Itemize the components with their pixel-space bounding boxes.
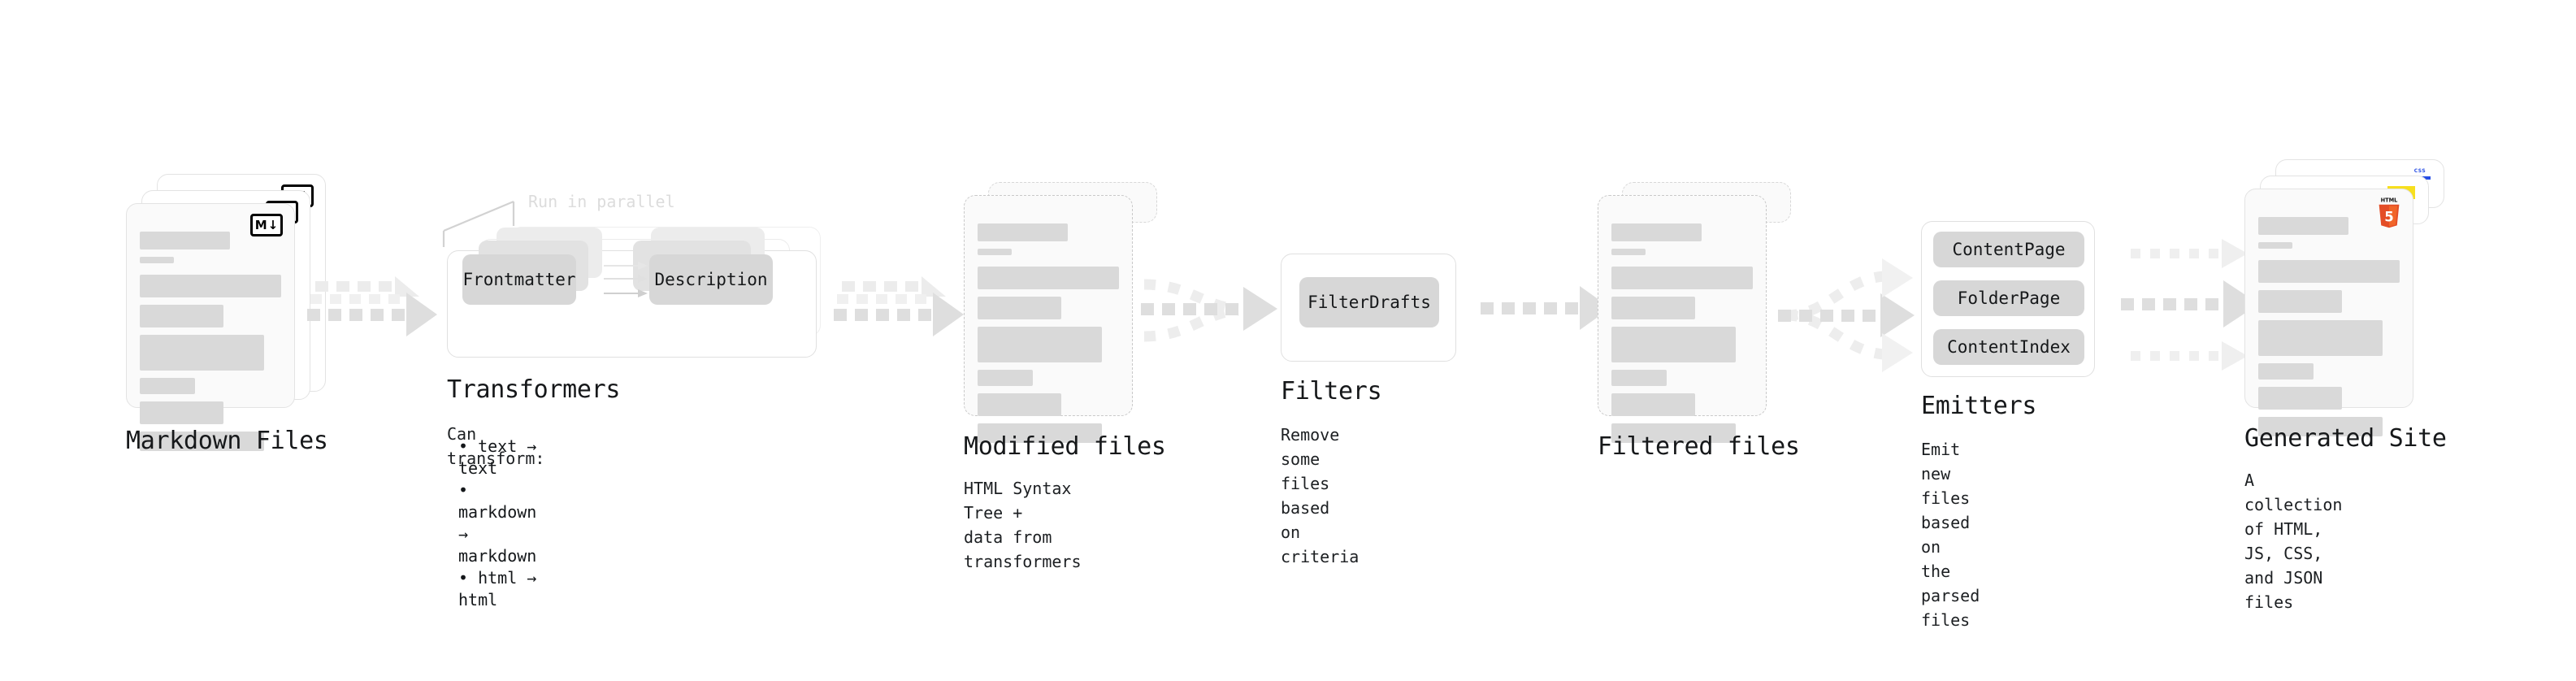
css-badge-label: CSS <box>2413 168 2426 174</box>
skeleton-line <box>2258 417 2383 436</box>
skeleton-line <box>978 327 1103 362</box>
skeleton-line <box>1611 249 1646 255</box>
transformer-inner-arrows <box>604 262 648 297</box>
transformers-desc-heading: Can transform: <box>447 424 545 468</box>
html5-badge-digit: 5 <box>2384 209 2394 224</box>
filters-group-box: FilterDrafts <box>1281 254 1456 362</box>
skeleton-line <box>978 423 1103 443</box>
arrow-markdown-to-transformers <box>307 276 437 349</box>
stage-title-generated-site: Generated Site <box>2244 424 2447 453</box>
skeleton-line <box>2258 363 2314 380</box>
skeleton-line <box>2258 242 2292 249</box>
filtered-card-front <box>1598 195 1767 443</box>
transformers-bullet-list: • text → text • markdown → markdown • ht… <box>458 436 536 611</box>
skeleton-line <box>978 249 1012 255</box>
chip-contentpage-label: ContentPage <box>1952 240 2066 259</box>
skeleton-line <box>2258 387 2342 410</box>
emitters-group-box: ContentPage FolderPage ContentIndex <box>1921 221 2095 377</box>
chip-contentpage[interactable]: ContentPage <box>1933 232 2084 267</box>
arrow-emitters-to-site <box>2121 229 2259 380</box>
stage-title-emitters: Emitters <box>1921 392 2037 420</box>
site-card-front: HTML 5 <box>2244 189 2413 436</box>
skeleton-line <box>140 432 265 451</box>
chip-description-label: Description <box>654 270 768 289</box>
stage-title-filters: Filters <box>1281 377 1382 406</box>
stage-title-modified-files: Modified files <box>964 432 1166 461</box>
skeleton-line <box>1611 423 1737 443</box>
chip-frontmatter[interactable]: Frontmatter <box>462 254 576 305</box>
skeleton-line <box>2258 260 2400 283</box>
skeleton-line <box>978 370 1033 386</box>
run-in-parallel-bracket <box>442 200 515 247</box>
arrow-transformers-to-modified <box>834 276 964 349</box>
modified-card-skeleton <box>965 196 1132 461</box>
arrow-modified-to-filters <box>1141 270 1295 359</box>
skeleton-line <box>1611 370 1667 386</box>
skeleton-line <box>978 223 1069 241</box>
transformers-bullet-item: • text → text <box>458 436 537 478</box>
skeleton-line <box>2258 217 2349 235</box>
skeleton-line <box>140 275 281 297</box>
stage-title-filtered-files: Filtered files <box>1598 432 1800 461</box>
chip-folderpage-label: FolderPage <box>1957 288 2061 308</box>
skeleton-line <box>140 335 265 371</box>
skeleton-line <box>978 267 1119 289</box>
transformers-bullet-item: • markdown → markdown <box>458 480 537 566</box>
arrow-filters-to-filtered <box>1481 286 1611 338</box>
markdown-card-skeleton <box>127 204 294 469</box>
chip-contentindex-label: ContentIndex <box>1947 337 2071 357</box>
skeleton-line <box>1611 267 1753 289</box>
markdown-badge-icon: M ↓ <box>250 214 283 236</box>
skeleton-line <box>1611 393 1695 416</box>
skeleton-line <box>2258 320 2383 356</box>
stage-title-transformers: Transformers <box>447 375 621 404</box>
skeleton-line <box>2258 290 2342 313</box>
emitters-desc: Emit new files based on the parsed files <box>1921 440 1980 630</box>
chip-contentindex[interactable]: ContentIndex <box>1933 329 2084 365</box>
chip-description[interactable]: Description <box>649 254 773 305</box>
transformers-bullet-item: • html → html <box>458 568 537 609</box>
markdown-badge-arrow-icon-front: ↓ <box>267 217 279 232</box>
html5-icon: HTML 5 <box>2375 196 2403 228</box>
skeleton-line <box>1611 297 1695 319</box>
arrow-filtered-to-emitters <box>1778 241 1932 391</box>
stage-title-markdown-files: Markdown Files <box>126 427 328 455</box>
skeleton-line <box>140 232 231 249</box>
markdown-badge-letter-front: M <box>254 217 267 232</box>
skeleton-line <box>978 297 1061 319</box>
html5-badge-wordmark: HTML <box>2381 197 2399 203</box>
skeleton-line <box>1611 223 1702 241</box>
run-in-parallel-label: Run in parallel <box>528 192 675 211</box>
skeleton-line <box>140 305 223 327</box>
chip-filterdrafts[interactable]: FilterDrafts <box>1299 277 1439 327</box>
generated-site-desc: A collection of HTML, JS, CSS, and JSON … <box>2244 471 2343 612</box>
skeleton-line <box>140 378 195 394</box>
filters-desc: Remove some files based on criteria <box>1281 425 1360 566</box>
modified-files-desc: HTML Syntax Tree + data from transformer… <box>964 479 1082 571</box>
chip-frontmatter-label: Frontmatter <box>462 270 576 289</box>
skeleton-line <box>140 257 174 263</box>
filtered-card-skeleton <box>1598 196 1766 461</box>
site-card-skeleton <box>2245 189 2413 454</box>
transformer-group-front: Frontmatter Description <box>447 228 817 358</box>
skeleton-line <box>140 401 223 424</box>
chip-filterdrafts-label: FilterDrafts <box>1308 293 1431 312</box>
markdown-card-front: M ↓ <box>126 203 295 451</box>
skeleton-line <box>1611 327 1737 362</box>
chip-folderpage[interactable]: FolderPage <box>1933 280 2084 316</box>
modified-card-front <box>964 195 1133 443</box>
skeleton-line <box>978 393 1061 416</box>
